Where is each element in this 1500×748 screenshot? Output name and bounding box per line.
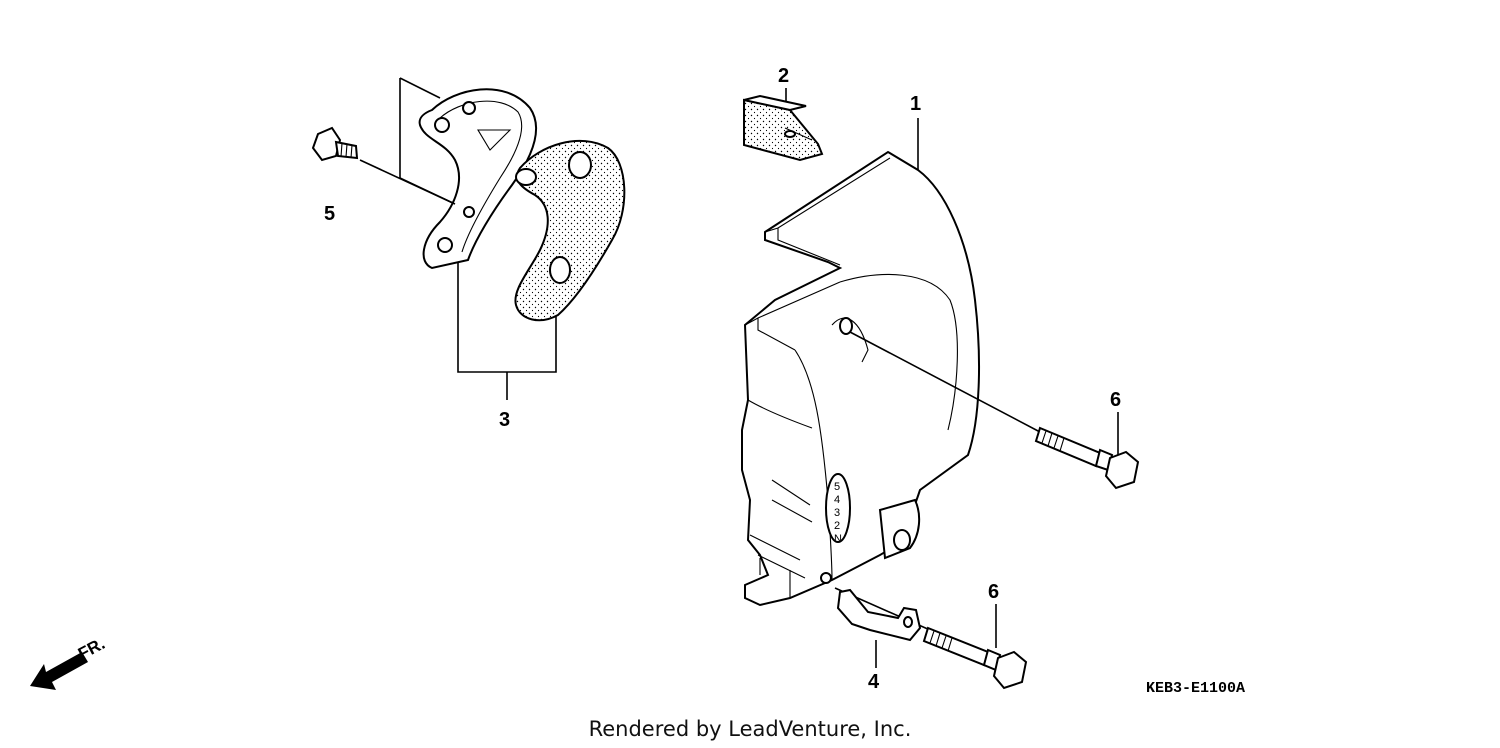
callout-6-lower: 6 [988, 581, 999, 603]
clip[interactable] [834, 587, 931, 668]
gear-mark: 5 [834, 481, 840, 493]
gear-mark: N [834, 533, 842, 545]
bolt-6-lower[interactable] [922, 604, 1028, 690]
gear-mark: 3 [834, 507, 840, 519]
callout-4: 4 [868, 671, 880, 693]
diagram-code: KEB3-E1100A [1146, 680, 1245, 697]
bolt-5[interactable] [311, 126, 456, 205]
callout-6-upper: 6 [1110, 389, 1121, 411]
callout-5: 5 [324, 203, 335, 225]
cover[interactable]: 5 4 3 2 N [741, 118, 981, 607]
callout-2: 2 [778, 65, 789, 87]
bracket-assembly[interactable] [399, 77, 626, 400]
foam-block[interactable] [743, 88, 824, 162]
gear-mark: 2 [834, 520, 840, 532]
callout-3: 3 [499, 409, 510, 431]
footer-credit: Rendered by LeadVenture, Inc. [589, 717, 912, 741]
gear-mark: 4 [834, 494, 840, 506]
bolt-6-upper[interactable] [849, 331, 1140, 490]
front-direction-arrow-icon: FR. [30, 634, 108, 690]
callout-1: 1 [910, 93, 921, 115]
